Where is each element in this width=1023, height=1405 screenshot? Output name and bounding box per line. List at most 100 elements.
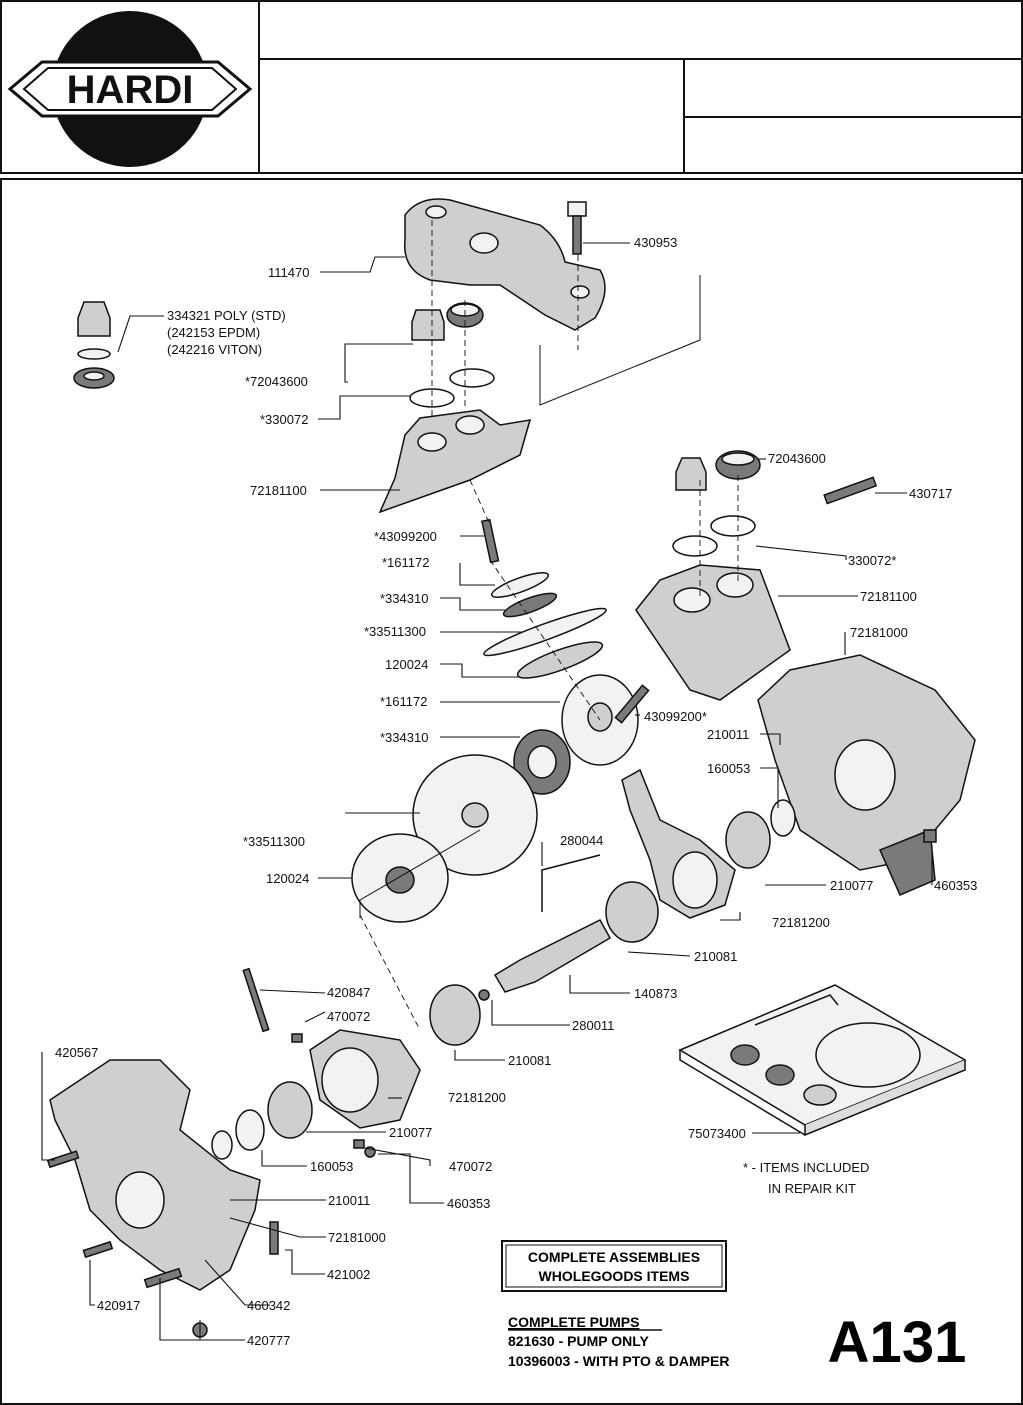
label-210081-right: 210081 (694, 949, 737, 964)
bearing-210077-right (725, 811, 771, 869)
bearing-210081-right (605, 881, 659, 943)
label-334321: 334321 POLY (STD) (167, 308, 286, 323)
bolt-420917 (82, 1240, 114, 1259)
housing-link-line (539, 275, 701, 406)
label-161172-b: *161172 (380, 694, 427, 709)
o-ring-left-a (409, 388, 455, 408)
valves-right (675, 450, 761, 491)
seal-160053-left (235, 1109, 265, 1151)
part-labels: 111470 430953 334321 POLY (STD) (242153 … (55, 235, 977, 1348)
label-280011: 280011 (572, 1018, 614, 1033)
con-rod-72181200-right (621, 768, 736, 919)
label-330072-right: 330072* (848, 553, 896, 568)
bolt-460342 (143, 1267, 183, 1289)
label-421002: 421002 (327, 1267, 370, 1282)
label-210011-left: 210011 (328, 1193, 370, 1208)
allen-key-280044 (541, 854, 601, 912)
pump-housing-72181000-left (49, 1059, 261, 1291)
assemblies-box (501, 1240, 727, 1292)
label-43099200-left: *43099200 (374, 529, 437, 544)
nut-460353-right (923, 829, 937, 843)
page-code: A131 (828, 1310, 967, 1375)
label-470072-a: 470072 (327, 1009, 370, 1024)
washer-470072-b (353, 1139, 365, 1149)
label-72043600-left: *72043600 (245, 374, 308, 389)
valve-334321 (73, 301, 115, 389)
assemblies-line1: COMPLETE ASSEMBLIES (528, 1249, 700, 1265)
washer-470072-a (291, 1033, 303, 1043)
label-430717: 430717 (909, 486, 952, 501)
con-rod-72181200-left (309, 1029, 421, 1129)
bolt-420847 (242, 967, 270, 1033)
assembly-centerlines (359, 220, 739, 1031)
hardi-logo: HARDI (7, 11, 253, 167)
diaphragm-stack-upper (483, 572, 607, 679)
bearing-210081-left (429, 984, 481, 1046)
repair-kit-note-line1: * - ITEMS INCLUDED (743, 1160, 869, 1175)
label-430953: 430953 (634, 235, 677, 250)
logo-text: HARDI (67, 68, 194, 112)
label-242153: (242153 EPDM) (167, 325, 260, 340)
label-120024-a: 120024 (385, 657, 428, 672)
label-33511300-b: *33511300 (243, 834, 305, 849)
leader-lines (41, 242, 933, 1341)
label-470072-b: 470072 (449, 1159, 492, 1174)
with-pto-line: 10396003 - WITH PTO & DAMPER (508, 1353, 729, 1369)
ring-210011-left (211, 1130, 233, 1160)
o-ring-right-a (672, 535, 718, 557)
label-72181000-left: 72181000 (328, 1230, 386, 1245)
label-161172-a: *161172 (382, 555, 429, 570)
o-ring-right-b (710, 515, 756, 537)
label-160053-left: 160053 (310, 1159, 353, 1174)
bearing-210077-left (267, 1081, 313, 1139)
label-120024-b: 120024 (266, 871, 309, 886)
label-72181200-left: 72181200 (448, 1090, 506, 1105)
label-72181100-right: 72181100 (860, 589, 917, 604)
label-210081-left: 210081 (508, 1053, 551, 1068)
label-460353-left: 460353 (447, 1196, 490, 1211)
exploded-diagram-frame (0, 178, 1023, 1405)
label-420777: 420777 (247, 1333, 290, 1348)
logo-cell: HARDI (2, 2, 260, 172)
repair-kit-note-line2: IN REPAIR KIT (768, 1181, 856, 1196)
label-210011-right: 210011 (707, 727, 749, 742)
valve-housing-72181100-left (378, 409, 532, 514)
header-ref-top-cell (683, 58, 1021, 118)
seal-160053-right (770, 799, 796, 837)
label-33511300-a: *33511300 (364, 624, 426, 639)
bolt-430717 (823, 476, 878, 505)
label-460342: 460342 (247, 1298, 290, 1313)
label-420917: 420917 (97, 1298, 140, 1313)
valve-housing-72181100-right (635, 564, 791, 701)
assemblies-box-inner (505, 1244, 723, 1288)
piston-120024-lower (351, 833, 449, 923)
label-140873: 140873 (634, 986, 677, 1001)
o-ring-left-b (449, 368, 495, 388)
manifold-111470 (403, 198, 606, 331)
diaphragm-link-line (359, 829, 481, 918)
pump-housing-72181000-right (757, 654, 976, 896)
label-242216: (242216 VITON) (167, 342, 262, 357)
label-210077-left: 210077 (389, 1125, 432, 1140)
label-334310-b: *334310 (380, 730, 428, 745)
pumps-heading: COMPLETE PUMPS (508, 1314, 639, 1330)
label-420847: 420847 (327, 985, 370, 1000)
header-title-cell (258, 2, 1021, 60)
diaphragm-334310-lower (513, 729, 571, 795)
label-72181000-right: 72181000 (850, 625, 908, 640)
label-460353-right: 460353 (934, 878, 977, 893)
label-72181100-left: 72181100 (250, 483, 307, 498)
valves-upper (411, 302, 484, 341)
label-160053-right: 160053 (707, 761, 750, 776)
bolt-430953 (567, 201, 587, 255)
shaft-140873 (493, 919, 612, 993)
label-43099200-right: 43099200* (644, 709, 707, 724)
label-210077-right: 210077 (830, 878, 873, 893)
notes: * - ITEMS INCLUDED IN REPAIR KIT COMPLET… (501, 1160, 967, 1375)
bolt-420567 (46, 1150, 80, 1169)
label-111470: 111470 (268, 265, 309, 280)
label-330072-left: *330072 (260, 412, 308, 427)
label-420567: 420567 (55, 1045, 98, 1060)
label-334310-a: *334310 (380, 591, 428, 606)
